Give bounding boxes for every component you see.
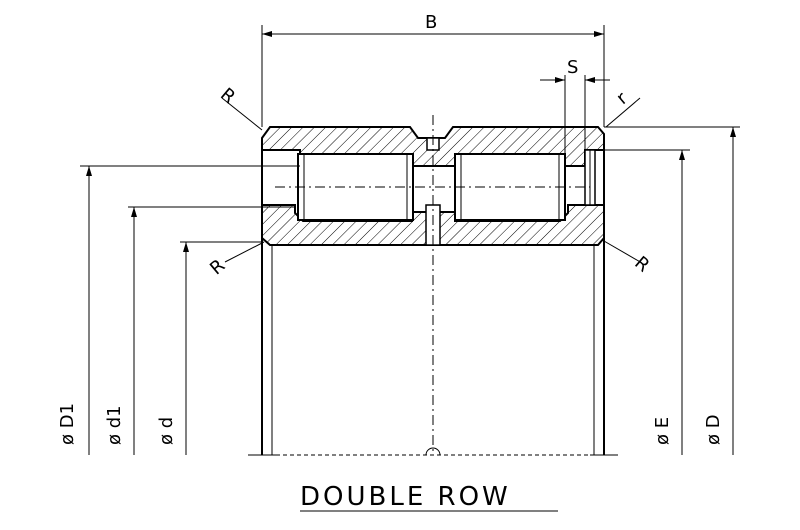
label-R-bottom-left: R [206,255,229,279]
bore-lines [248,238,618,456]
leader-R-bottom-left [224,241,265,263]
dimension-d1 [128,206,295,455]
dimension-B [261,25,605,127]
label-B: B [425,12,437,33]
label-R-bottom-right: R [630,252,653,276]
dimension-d [180,241,262,455]
leader-R-top-left [221,97,263,131]
dimension-D1 [80,165,262,455]
label-E: ø E [652,417,673,445]
label-d: ø d [156,417,177,445]
leader-R-bottom-right [603,240,643,264]
dimension-E [604,149,690,455]
label-D: ø D [703,414,724,445]
label-r: r [613,88,633,109]
label-S: S [567,57,578,78]
dimension-S [540,75,610,154]
snap-ring [261,149,605,206]
label-R-top-left: R [216,84,239,108]
label-d1: ø d1 [104,405,125,445]
label-D1: ø D1 [57,403,78,445]
leader-r [605,97,641,128]
dimension-D [604,126,740,455]
caption: DOUBLE ROW [300,482,511,512]
